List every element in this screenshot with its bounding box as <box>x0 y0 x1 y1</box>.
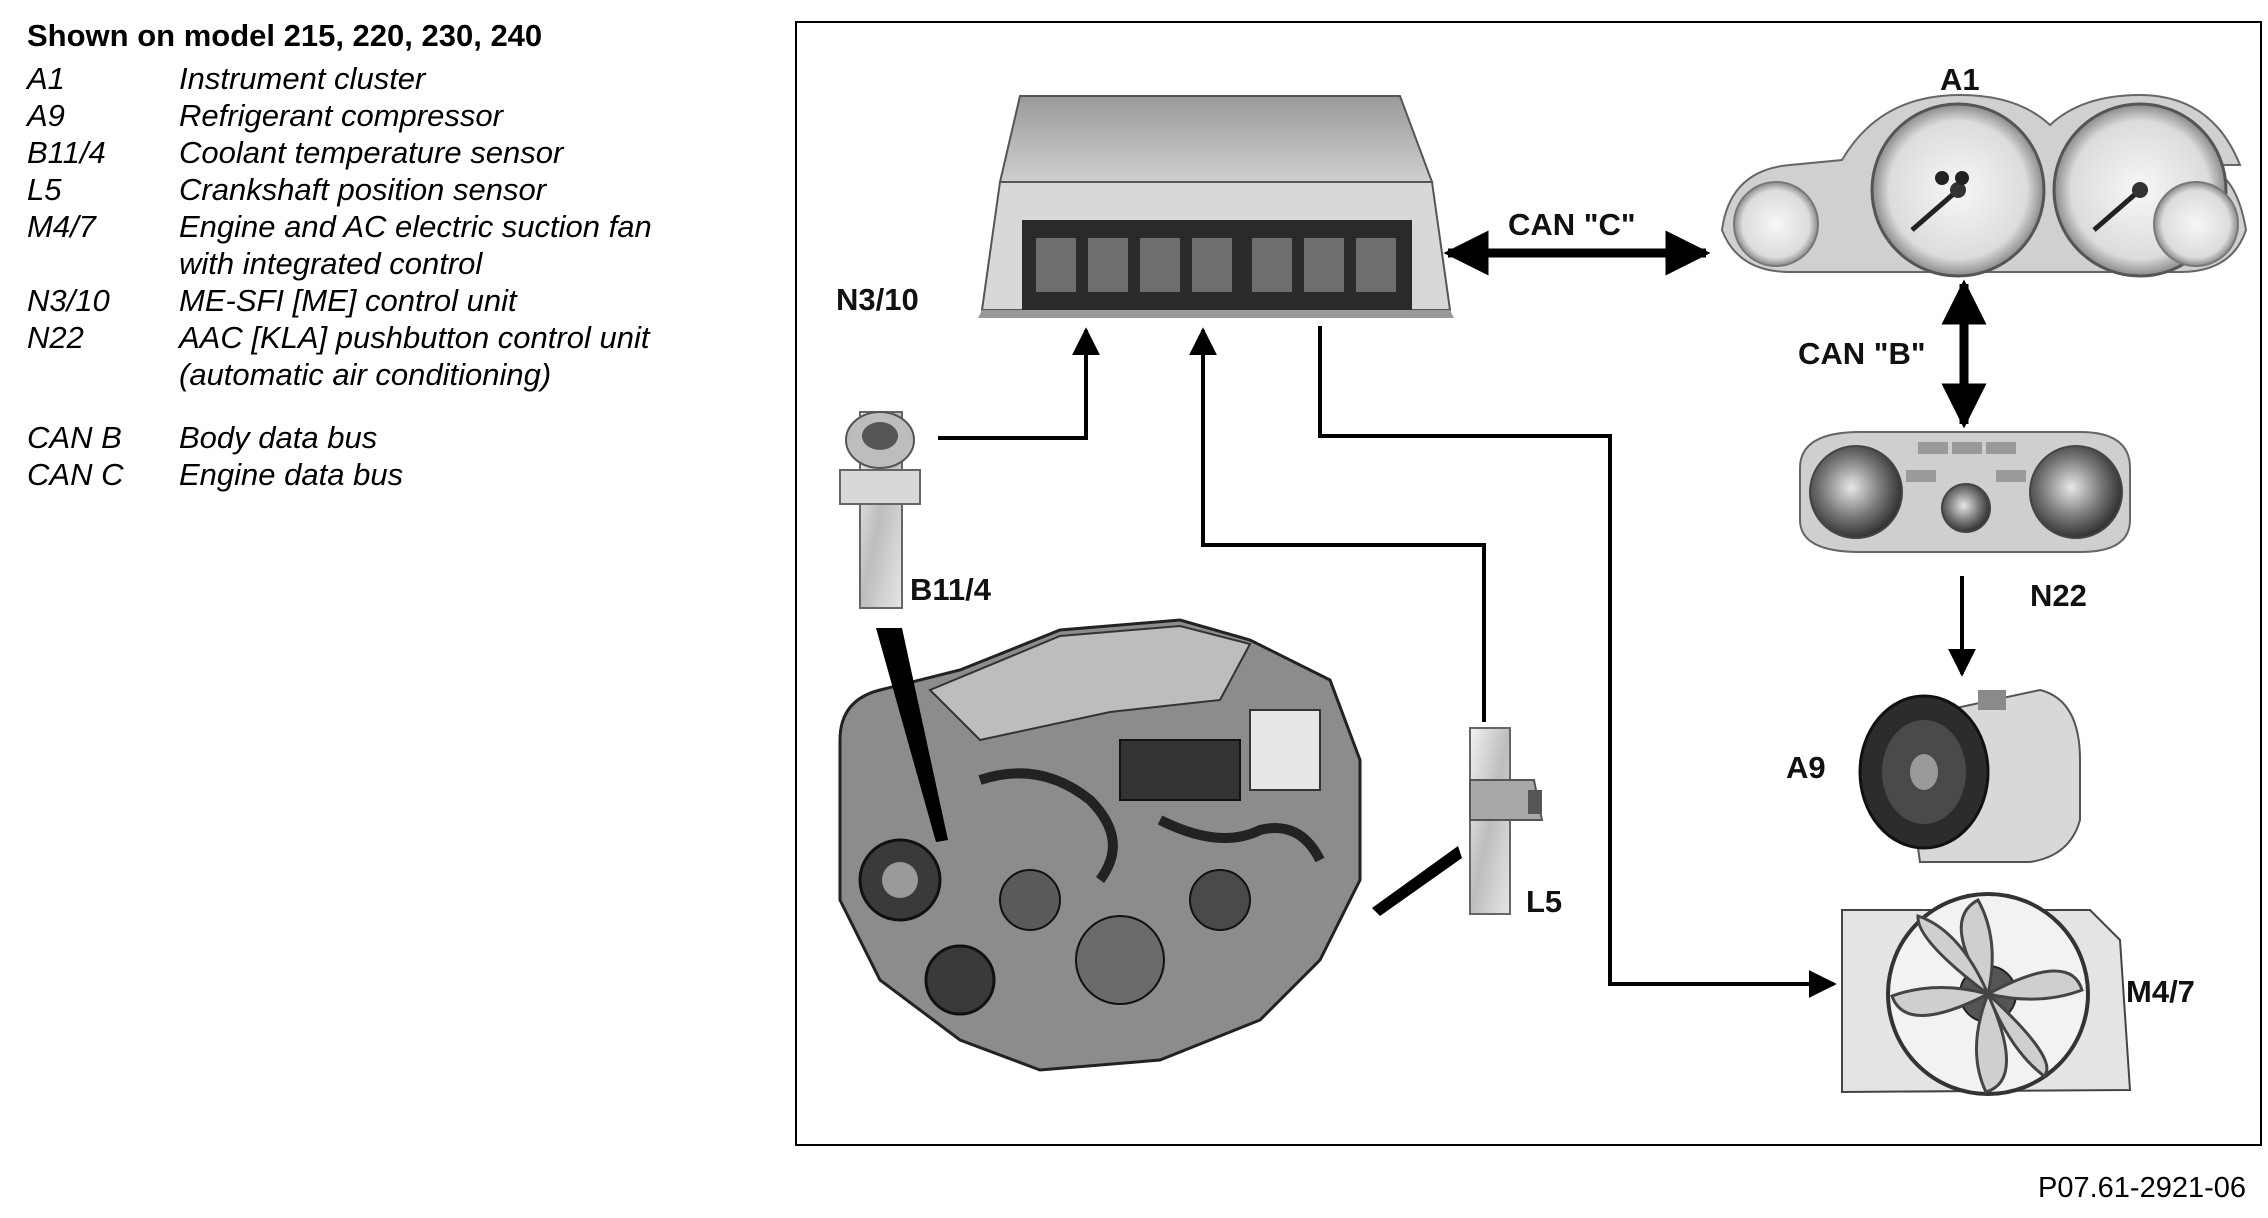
legend-item-n22: N22 AAC [KLA] pushbutton control unit (a… <box>27 319 787 393</box>
legend-desc: Coolant temperature sensor <box>179 135 564 170</box>
legend-desc: Engine and AC electric suction fan with … <box>179 209 652 281</box>
legend-desc: Engine data bus <box>179 457 404 492</box>
legend-code: CAN C <box>27 457 124 492</box>
legend-code: B11/4 <box>27 135 106 170</box>
label-can-b: CAN "B" <box>1798 336 1926 371</box>
label-l5: L5 <box>1526 884 1562 919</box>
label-a1: A1 <box>1940 62 1980 97</box>
legend-item-a1: A1 Instrument cluster <box>27 60 787 97</box>
legend-desc: Instrument cluster <box>179 61 426 96</box>
suction-fan-m4-7-image <box>1841 892 2132 1096</box>
arrow-l5-to-n3-10 <box>1189 327 1486 722</box>
legend-desc: Body data bus <box>179 420 378 455</box>
legend-desc: Refrigerant compressor <box>179 98 503 133</box>
label-a9: A9 <box>1786 750 1826 785</box>
crankshaft-sensor-l5-image <box>1469 727 1544 915</box>
legend-code: CAN B <box>27 420 122 455</box>
label-m4-7: M4/7 <box>2126 974 2195 1009</box>
legend-item-can-b: CAN B Body data bus <box>27 419 787 456</box>
legend-code: A1 <box>27 61 65 96</box>
legend-item-a9: A9 Refrigerant compressor <box>27 97 787 134</box>
legend-desc: Crankshaft position sensor <box>179 172 547 207</box>
coolant-sensor-b11-4-image <box>839 411 921 609</box>
legend-code: N3/10 <box>27 283 110 318</box>
label-n22: N22 <box>2030 578 2087 613</box>
document-number: P07.61-2921-06 <box>2038 1172 2246 1204</box>
legend-item-can-c: CAN C Engine data bus <box>27 456 787 493</box>
legend-title: Shown on model 215, 220, 230, 240 <box>27 18 543 53</box>
diagram-frame <box>795 21 2262 1146</box>
legend-desc: ME-SFI [ME] control unit <box>179 283 517 318</box>
label-can-c: CAN "C" <box>1508 207 1636 242</box>
legend-item-m4-7: M4/7 Engine and AC electric suction fan … <box>27 208 787 282</box>
legend: Shown on model 215, 220, 230, 240 A1 Ins… <box>27 16 787 493</box>
label-n3-10: N3/10 <box>836 282 919 317</box>
label-b11-4: B11/4 <box>910 572 992 607</box>
legend-code: A9 <box>27 98 65 133</box>
arrow-n3-10-to-m4-7 <box>1318 326 1837 998</box>
legend-item-n3-10: N3/10 ME-SFI [ME] control unit <box>27 282 787 319</box>
legend-code: N22 <box>27 320 84 355</box>
legend-code: M4/7 <box>27 209 96 244</box>
arrow-b11-4-to-n3-10 <box>938 327 1100 440</box>
refrigerant-compressor-a9-image <box>1858 688 2081 863</box>
legend-item-b11-4: B11/4 Coolant temperature sensor <box>27 134 787 171</box>
legend-code: L5 <box>27 172 62 207</box>
ecu-n3-10-image <box>978 95 1454 318</box>
instrument-cluster-a1-image <box>1720 93 2248 278</box>
aac-control-unit-n22-image <box>1799 431 2131 553</box>
engine-image <box>838 618 1462 1072</box>
legend-desc: AAC [KLA] pushbutton control unit (autom… <box>179 320 650 392</box>
legend-item-l5: L5 Crankshaft position sensor <box>27 171 787 208</box>
